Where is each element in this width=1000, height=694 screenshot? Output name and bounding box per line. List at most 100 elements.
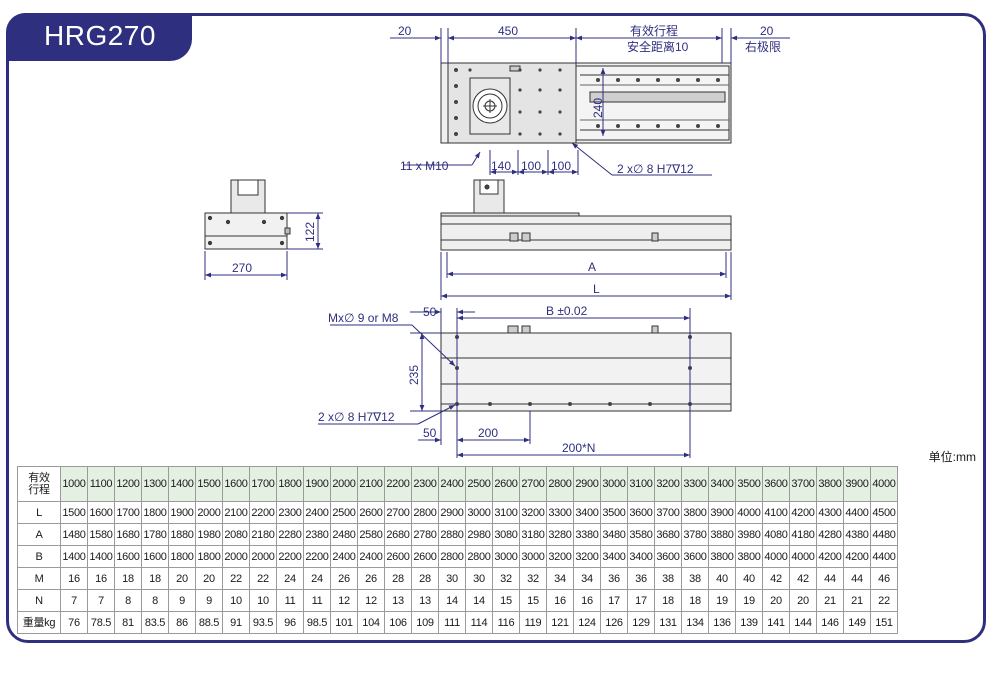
- table-cell: 2600: [492, 466, 520, 502]
- table-cell: 4000: [870, 466, 898, 502]
- dim-pin-bottom: 2 x∅ 8 H7∇12: [318, 410, 395, 424]
- row-header-text: N: [35, 594, 43, 607]
- unit-label: 单位:mm: [928, 450, 976, 464]
- table-cell: 1900: [303, 466, 331, 502]
- table-cell: 2900: [438, 501, 466, 524]
- table-cell: 1800: [195, 545, 223, 568]
- table-cell: 141: [762, 611, 790, 634]
- table-cell: 3200: [573, 545, 601, 568]
- table-cell: 44: [816, 567, 844, 590]
- table-cell: 2800: [411, 501, 439, 524]
- table-cell: 3300: [681, 466, 709, 502]
- table-cell: 36: [627, 567, 655, 590]
- table-cell: 13: [411, 589, 439, 612]
- table-cell: 1100: [87, 466, 115, 502]
- table-cell: 4500: [870, 501, 898, 524]
- table-cell: 1400: [168, 466, 196, 502]
- table-cell: 114: [465, 611, 493, 634]
- table-cell: 2480: [330, 523, 358, 546]
- table-cell: 4200: [843, 545, 871, 568]
- dim-20-left: 20: [398, 24, 412, 38]
- table-cell: 3500: [735, 466, 763, 502]
- table-cell: 81: [114, 611, 142, 634]
- table-cell: 21: [843, 589, 871, 612]
- table-cell: 18: [681, 589, 709, 612]
- table-cell: 4000: [735, 501, 763, 524]
- table-cell: 3680: [654, 523, 682, 546]
- row-header-text: L: [36, 506, 42, 519]
- table-cell: 3600: [762, 466, 790, 502]
- table-cell: 2380: [303, 523, 331, 546]
- table-cell: 2400: [357, 545, 385, 568]
- table-cell: 20: [195, 567, 223, 590]
- dim-122: 122: [303, 222, 317, 242]
- table-cell: 2180: [249, 523, 277, 546]
- table-cell: 24: [276, 567, 304, 590]
- table-cell: 2500: [465, 466, 493, 502]
- table-cell: 3480: [600, 523, 628, 546]
- table-cell: 21: [816, 589, 844, 612]
- row-header: A: [17, 523, 61, 546]
- table-cell: 11: [303, 589, 331, 612]
- table-cell: 149: [843, 611, 871, 634]
- table-cell: 1400: [87, 545, 115, 568]
- table-cell: 4000: [789, 545, 817, 568]
- dim-235: 235: [407, 365, 421, 385]
- dim-right-limit: 右极限: [745, 39, 781, 54]
- table-cell: 12: [330, 589, 358, 612]
- table-cell: 32: [492, 567, 520, 590]
- row-header: M: [17, 567, 61, 590]
- table-cell: 2300: [411, 466, 439, 502]
- table-cell: 4200: [816, 545, 844, 568]
- dim-450: 450: [498, 24, 518, 38]
- table-cell: 1980: [195, 523, 223, 546]
- dim-B: B ±0.02: [546, 304, 588, 318]
- table-cell: 4000: [762, 545, 790, 568]
- dim-m10: 11 x M10: [400, 159, 449, 173]
- table-cell: 126: [600, 611, 628, 634]
- table-cell: 14: [438, 589, 466, 612]
- dim-100a: 100: [521, 159, 541, 173]
- table-cell: 111: [438, 611, 466, 634]
- table-cell: 1700: [114, 501, 142, 524]
- table-cell: 3800: [735, 545, 763, 568]
- table-cell: 2680: [384, 523, 412, 546]
- table-cell: 144: [789, 611, 817, 634]
- table-cell: 1600: [87, 501, 115, 524]
- table-cell: 28: [384, 567, 412, 590]
- table-cell: 3800: [708, 545, 736, 568]
- table-cell: 7: [87, 589, 115, 612]
- end-view: [204, 179, 291, 250]
- table-cell: 96: [276, 611, 304, 634]
- table-cell: 38: [681, 567, 709, 590]
- table-cell: 3100: [627, 466, 655, 502]
- dim-200: 200: [478, 426, 498, 440]
- table-cell: 3900: [708, 501, 736, 524]
- table-cell: 4480: [870, 523, 898, 546]
- table-cell: 2000: [222, 545, 250, 568]
- table-cell: 1400: [60, 545, 88, 568]
- table-cell: 83.5: [141, 611, 169, 634]
- table-cell: 1200: [114, 466, 142, 502]
- table-cell: 1880: [168, 523, 196, 546]
- dim-safety: 安全距离10: [627, 39, 689, 54]
- table-cell: 2600: [384, 545, 412, 568]
- table-cell: 11: [276, 589, 304, 612]
- table-cell: 3400: [600, 545, 628, 568]
- table-cell: 30: [465, 567, 493, 590]
- table-cell: 93.5: [249, 611, 277, 634]
- table-cell: 18: [114, 567, 142, 590]
- table-cell: 101: [330, 611, 358, 634]
- table-cell: 1700: [249, 466, 277, 502]
- dim-140: 140: [491, 159, 511, 173]
- table-cell: 2100: [357, 466, 385, 502]
- table-cell: 15: [519, 589, 547, 612]
- table-cell: 1580: [87, 523, 115, 546]
- table-cell: 2200: [303, 545, 331, 568]
- table-cell: 1500: [60, 501, 88, 524]
- dim-pin-top: 2 x∅ 8 H7∇12: [617, 162, 694, 176]
